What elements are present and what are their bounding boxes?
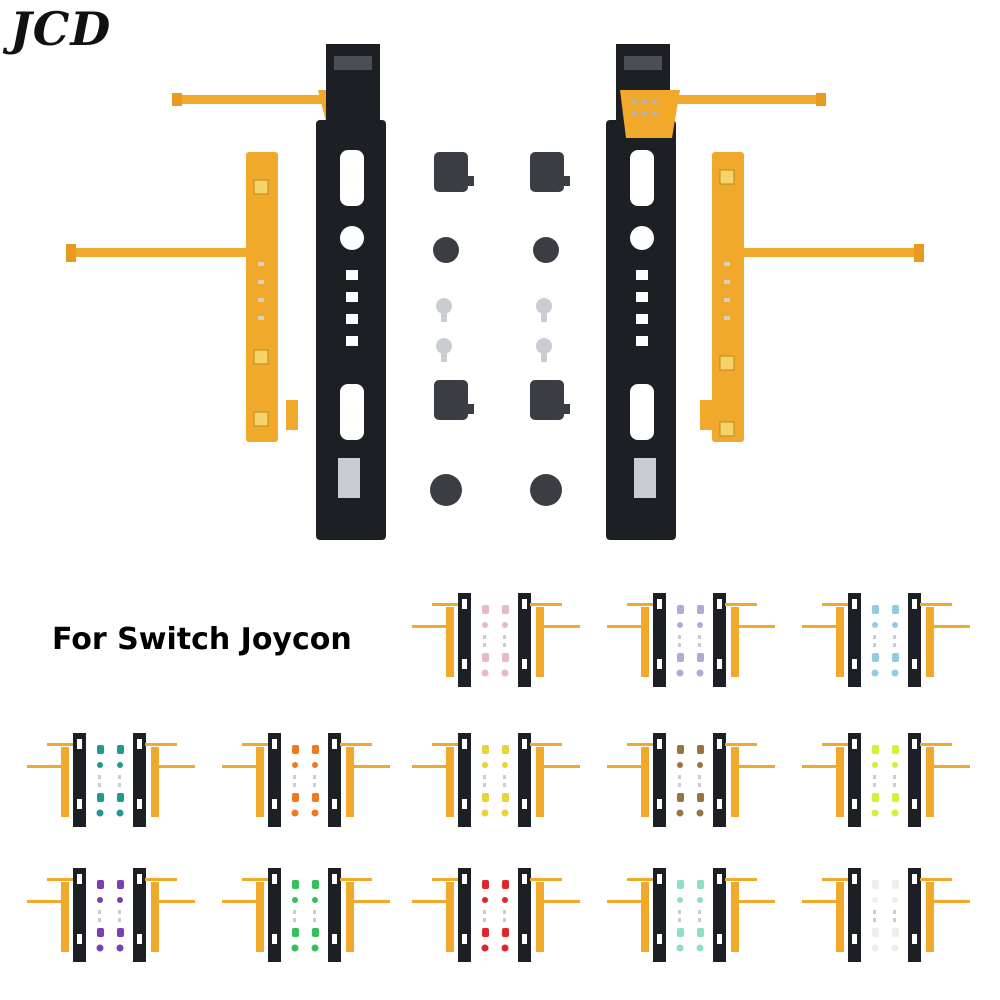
right-buttons-column: [530, 152, 570, 506]
variant-sky-blue: [802, 593, 970, 687]
variant-red: [412, 868, 580, 962]
caption-text: For Switch Joycon: [52, 622, 352, 657]
right-flex-cable-side: [700, 152, 924, 442]
variant-pink: [412, 593, 580, 687]
right-flex-cable-top: [620, 90, 826, 138]
variant-lavender: [607, 593, 775, 687]
variant-teal: [27, 733, 195, 827]
variant-yellow: [412, 733, 580, 827]
left-rail-frame: [316, 44, 386, 540]
variant-orange: [222, 733, 390, 827]
variant-brown: [607, 733, 775, 827]
variant-neon-yellow: [802, 733, 970, 827]
variant-mint: [607, 868, 775, 962]
variant-green: [222, 868, 390, 962]
main-product-photo: [66, 44, 924, 540]
left-flex-cable-side: [66, 152, 298, 442]
brand-logo: JCD: [10, 2, 112, 56]
left-buttons-column: [430, 152, 474, 506]
variant-white: [802, 868, 970, 962]
variant-purple: [27, 868, 195, 962]
